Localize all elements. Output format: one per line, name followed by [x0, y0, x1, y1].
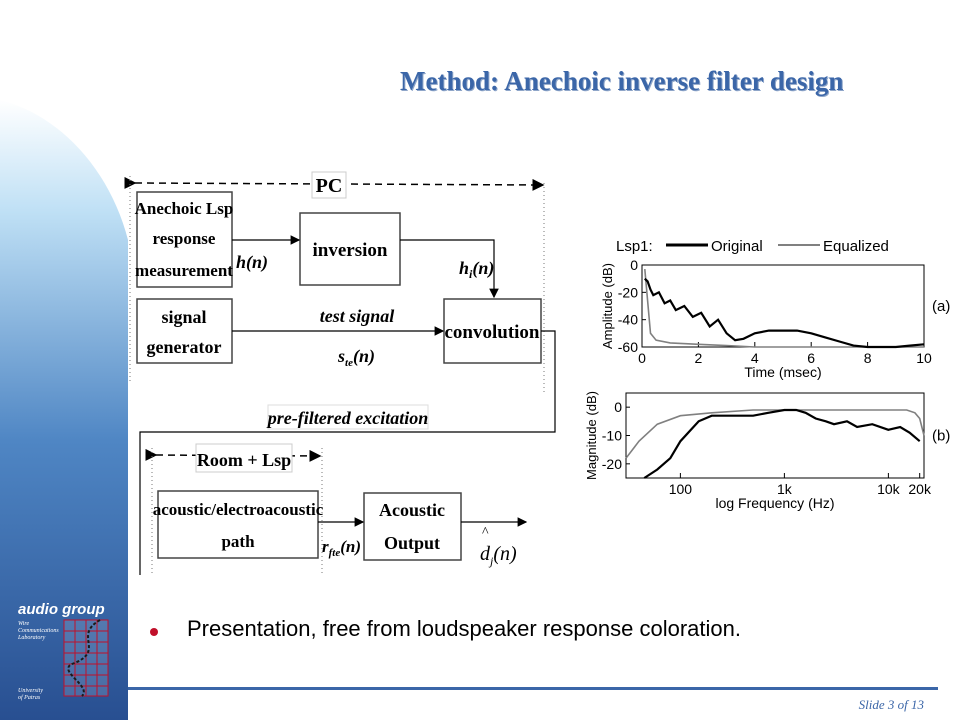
measurement-block	[136, 191, 233, 288]
chart-a-frame	[641, 264, 925, 348]
chart-a-xtick: 8	[864, 350, 872, 366]
chart-a-ytick: -20	[618, 284, 638, 300]
chart-b-xtick: 100	[669, 481, 693, 497]
room-label: Room + Lsp	[197, 450, 291, 470]
prefiltered-path	[139, 330, 556, 575]
prefiltered-label-box	[267, 404, 429, 430]
bullet-marker	[150, 628, 158, 636]
chart-a-ytick: 0	[630, 257, 638, 273]
hi-label: hi(n)	[459, 258, 494, 281]
chart-a-xtick: 6	[807, 350, 815, 366]
acoustic-path-block	[157, 490, 319, 559]
chart-b-xtick: 1k	[777, 481, 793, 497]
slide-number: Slide 3 of 13	[858, 697, 924, 712]
chart-b-frame	[625, 392, 925, 479]
dhat-label: dj(n)	[480, 543, 517, 568]
chart-b: 0 -10 -20 100 1k 10k 20k log Frequency (Hz) Magn…	[584, 391, 950, 511]
chart-b-ytick: -10	[602, 428, 622, 444]
audio-group-logo: audio group Wire Communications Laborato…	[17, 601, 109, 701]
chart-a-ytick: -60	[618, 339, 638, 355]
chart-b-ytick: 0	[614, 399, 622, 415]
logo-univ-line1: University	[18, 688, 43, 694]
acoustic-path-label-2: path	[221, 532, 255, 551]
acoustic-path-label-1: acoustic/electroacoustic	[153, 500, 324, 519]
chart-b-xtick: 20k	[908, 481, 932, 497]
legend-lead: Lsp1:	[616, 238, 653, 255]
chart-b-xlabel: log Frequency (Hz)	[715, 495, 834, 511]
chart-b-ytick: -20	[602, 456, 622, 472]
inversion-block	[299, 212, 401, 286]
chart-a-panel-label: (a)	[932, 298, 950, 315]
dhat-hat: ^	[482, 525, 489, 540]
convolution-block	[443, 298, 542, 364]
pc-label: PC	[316, 175, 343, 197]
room-label-box	[195, 443, 293, 473]
acoustic-output-label-2: Output	[384, 533, 440, 553]
prefiltered-label: pre-filtered excitation	[266, 408, 428, 428]
chart-b-series-original	[643, 408, 921, 479]
chart-a-xlabel: Time (msec)	[744, 364, 821, 380]
generator-label-1: signal	[161, 307, 206, 327]
chart-a-series-original	[644, 277, 925, 349]
pc-label-box	[311, 171, 347, 199]
chart-b-xtick: 10k	[877, 481, 901, 497]
logo-grid	[63, 619, 109, 697]
chart-a-ytick: -40	[618, 312, 638, 328]
chart-a-xtick: 10	[916, 350, 932, 366]
chart-b-ylabel: Magnitude (dB)	[584, 391, 599, 480]
rfte-label: rfte(n)	[322, 537, 361, 559]
logo-name: audio group	[18, 601, 105, 618]
logo-lab-line2: Communications	[18, 628, 59, 634]
inversion-label: inversion	[313, 240, 388, 261]
test-signal-label: test signal	[320, 306, 395, 326]
chart-a-xtick: 2	[695, 350, 703, 366]
convolution-label: convolution	[444, 322, 539, 343]
measurement-label-3: measurement	[135, 261, 233, 280]
room-bracket-line	[145, 448, 322, 462]
h-label: h(n)	[236, 252, 268, 273]
chart-a-xtick: 0	[638, 350, 646, 366]
legend-original: Original	[711, 238, 763, 255]
logo-lab-line1: Wire	[18, 621, 29, 627]
measurement-label-2: response	[153, 229, 216, 248]
chart-a-xtick: 4	[751, 350, 759, 366]
logo-univ-line2: of Patras	[18, 694, 41, 701]
footer-rule	[128, 687, 938, 690]
acoustic-output-label-1: Acoustic	[379, 500, 445, 520]
chart-b-panel-label: (b)	[932, 428, 950, 445]
hi-arrow	[400, 239, 499, 299]
bullet-text: Presentation, free from loudspeaker resp…	[187, 616, 741, 641]
generator-label-2: generator	[147, 337, 222, 357]
logo-wave	[67, 619, 101, 697]
logo-lab-line3: Laboratory	[17, 635, 46, 641]
measurement-label-1: Anechoic Lsp	[135, 199, 234, 218]
signal-generator-block	[136, 298, 233, 364]
chart-a-ylabel: Amplitude (dB)	[600, 263, 615, 349]
legend-equalized: Equalized	[823, 238, 889, 255]
slide-title: Method: Anechoic inverse filter design	[400, 66, 844, 96]
ste-label: ste(n)	[337, 346, 375, 369]
